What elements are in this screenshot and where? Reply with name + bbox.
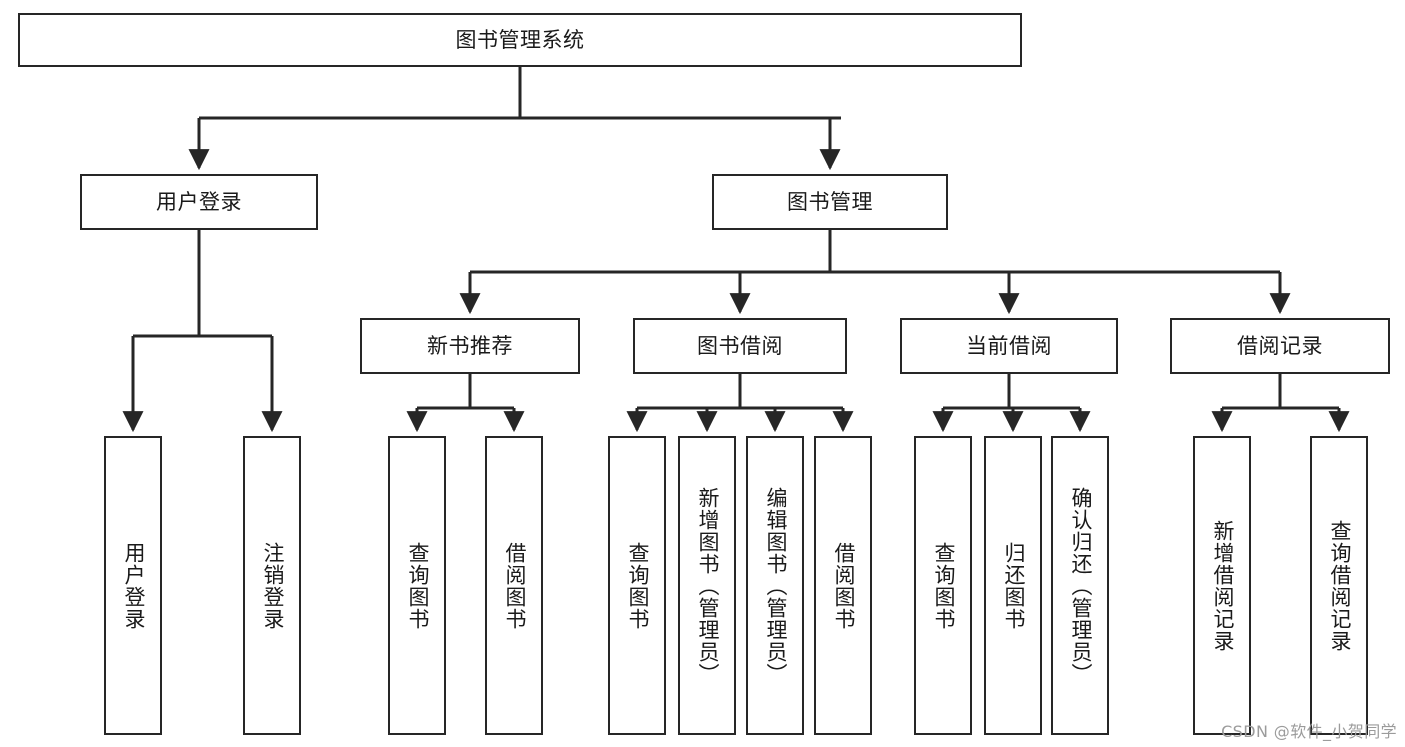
node-leaf-borrow-book[interactable]: 借阅图书 bbox=[814, 436, 872, 735]
node-borrow-record-label: 借阅记录 bbox=[1237, 333, 1323, 358]
node-book-borrow-label: 图书借阅 bbox=[697, 333, 783, 358]
node-leaf-query-book-rec[interactable]: 查询图书 bbox=[388, 436, 446, 735]
node-user-login-label: 用户登录 bbox=[156, 189, 242, 214]
node-leaf-add-borrow-record-label: 新增借阅记录 bbox=[1210, 519, 1235, 652]
node-leaf-add-borrow-record[interactable]: 新增借阅记录 bbox=[1193, 436, 1251, 735]
node-leaf-borrow-book-label: 借阅图书 bbox=[831, 541, 856, 630]
node-new-book-rec-label: 新书推荐 bbox=[427, 333, 513, 358]
node-leaf-query-book-borrow[interactable]: 查询图书 bbox=[608, 436, 666, 735]
node-root-label: 图书管理系统 bbox=[455, 27, 585, 52]
node-book-manage[interactable]: 图书管理 bbox=[712, 174, 948, 230]
node-new-book-rec[interactable]: 新书推荐 bbox=[360, 318, 580, 374]
node-leaf-logout-login[interactable]: 注销登录 bbox=[243, 436, 301, 735]
node-leaf-query-borrow-record-label: 查询借阅记录 bbox=[1327, 519, 1352, 652]
node-leaf-query-book-current-label: 查询图书 bbox=[931, 541, 956, 630]
node-leaf-add-book-admin-label: 新增图书（管理员） bbox=[695, 486, 720, 685]
node-leaf-query-book-current[interactable]: 查询图书 bbox=[914, 436, 972, 735]
node-leaf-borrow-book-rec-label: 借阅图书 bbox=[502, 541, 527, 630]
node-leaf-return-book[interactable]: 归还图书 bbox=[984, 436, 1042, 735]
node-leaf-borrow-book-rec[interactable]: 借阅图书 bbox=[485, 436, 543, 735]
node-root[interactable]: 图书管理系统 bbox=[18, 13, 1022, 67]
node-user-login[interactable]: 用户登录 bbox=[80, 174, 318, 230]
node-leaf-user-login[interactable]: 用户登录 bbox=[104, 436, 162, 735]
node-leaf-query-borrow-record[interactable]: 查询借阅记录 bbox=[1310, 436, 1368, 735]
node-leaf-user-login-label: 用户登录 bbox=[121, 541, 146, 630]
node-leaf-edit-book-admin[interactable]: 编辑图书（管理员） bbox=[746, 436, 804, 735]
node-leaf-logout-login-label: 注销登录 bbox=[260, 541, 285, 630]
node-leaf-query-book-borrow-label: 查询图书 bbox=[625, 541, 650, 630]
node-leaf-confirm-return-admin[interactable]: 确认归还（管理员） bbox=[1051, 436, 1109, 735]
node-book-manage-label: 图书管理 bbox=[787, 189, 873, 214]
node-current-borrow[interactable]: 当前借阅 bbox=[900, 318, 1118, 374]
node-leaf-add-book-admin[interactable]: 新增图书（管理员） bbox=[678, 436, 736, 735]
node-leaf-confirm-return-admin-label: 确认归还（管理员） bbox=[1068, 486, 1093, 685]
node-current-borrow-label: 当前借阅 bbox=[966, 333, 1052, 358]
node-borrow-record[interactable]: 借阅记录 bbox=[1170, 318, 1390, 374]
node-book-borrow[interactable]: 图书借阅 bbox=[633, 318, 847, 374]
node-leaf-return-book-label: 归还图书 bbox=[1001, 541, 1026, 630]
node-leaf-edit-book-admin-label: 编辑图书（管理员） bbox=[763, 486, 788, 685]
node-leaf-query-book-rec-label: 查询图书 bbox=[405, 541, 430, 630]
